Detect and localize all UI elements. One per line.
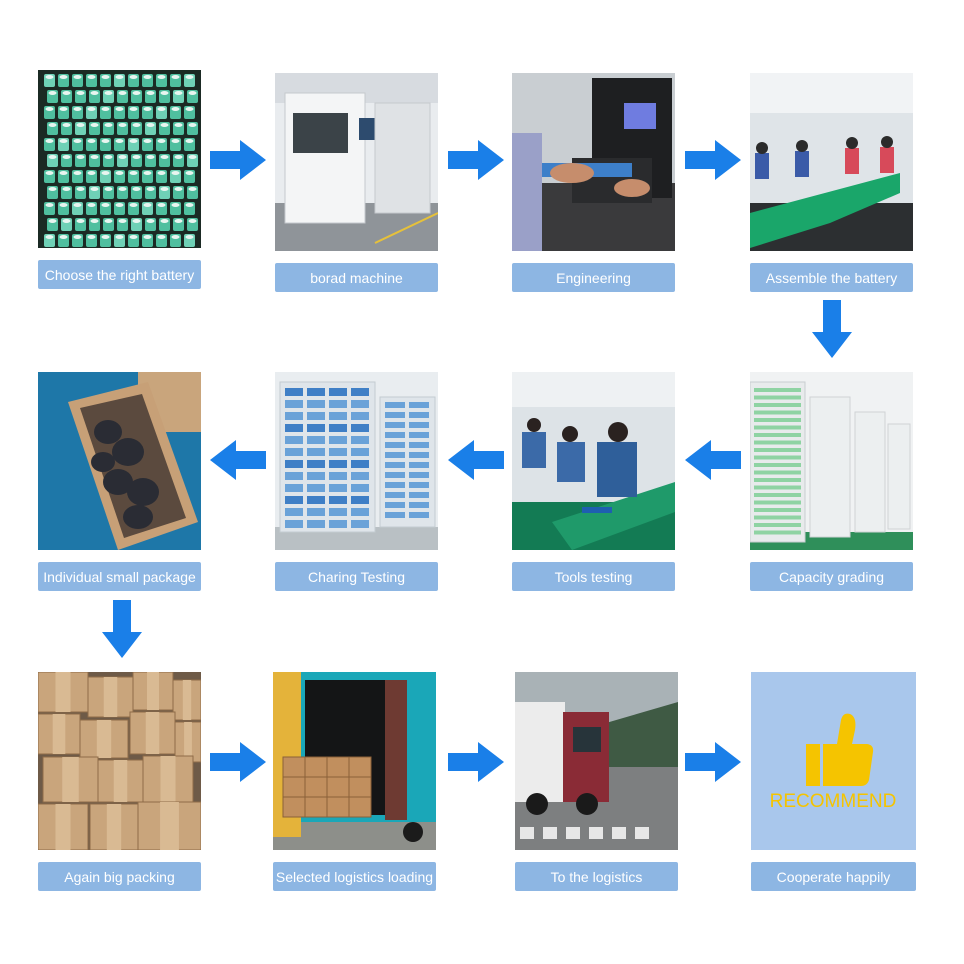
step-label: Capacity grading — [750, 562, 913, 591]
capacity-grading-racks-photo — [750, 372, 913, 550]
step-label: Choose the right battery — [38, 260, 201, 289]
tools-testing-workers-photo — [512, 372, 675, 550]
arrow-right-icon — [210, 140, 266, 180]
big-packing-boxes-photo — [38, 672, 201, 850]
step-label: To the logistics — [515, 862, 678, 891]
recommend-thumbs-up: RECOMMEND — [751, 672, 916, 850]
step-label: Charing Testing — [275, 562, 438, 591]
pcb-machine-photo — [275, 73, 438, 251]
step-label: Engineering — [512, 263, 675, 292]
assembly-line-photo — [750, 73, 913, 251]
arrow-down-icon — [812, 300, 852, 358]
step-label: Individual small package — [38, 562, 201, 591]
step-label: Cooperate happily — [751, 862, 916, 891]
arrow-right-icon — [685, 742, 741, 782]
arrow-right-icon — [685, 140, 741, 180]
charging-testing-racks-photo — [275, 372, 438, 550]
thumbs-up-icon — [806, 713, 874, 786]
engineering-workbench-photo — [512, 73, 675, 251]
step-label: borad machine — [275, 263, 438, 292]
step-label: Again big packing — [38, 862, 201, 891]
small-package-box-photo — [38, 372, 201, 550]
battery-cells-photo — [38, 70, 201, 248]
recommend-badge-text: RECOMMEND — [770, 791, 897, 812]
arrow-right-icon — [448, 742, 504, 782]
truck-loading-photo — [273, 672, 436, 850]
arrow-left-icon — [685, 440, 741, 480]
step-label: Selected logistics loading — [273, 862, 436, 891]
step-label: Tools testing — [512, 562, 675, 591]
arrow-right-icon — [210, 742, 266, 782]
logistics-truck-photo — [515, 672, 678, 850]
step-label: Assemble the battery — [750, 263, 913, 292]
arrow-left-icon — [210, 440, 266, 480]
arrow-left-icon — [448, 440, 504, 480]
arrow-down-icon — [102, 600, 142, 658]
arrow-right-icon — [448, 140, 504, 180]
